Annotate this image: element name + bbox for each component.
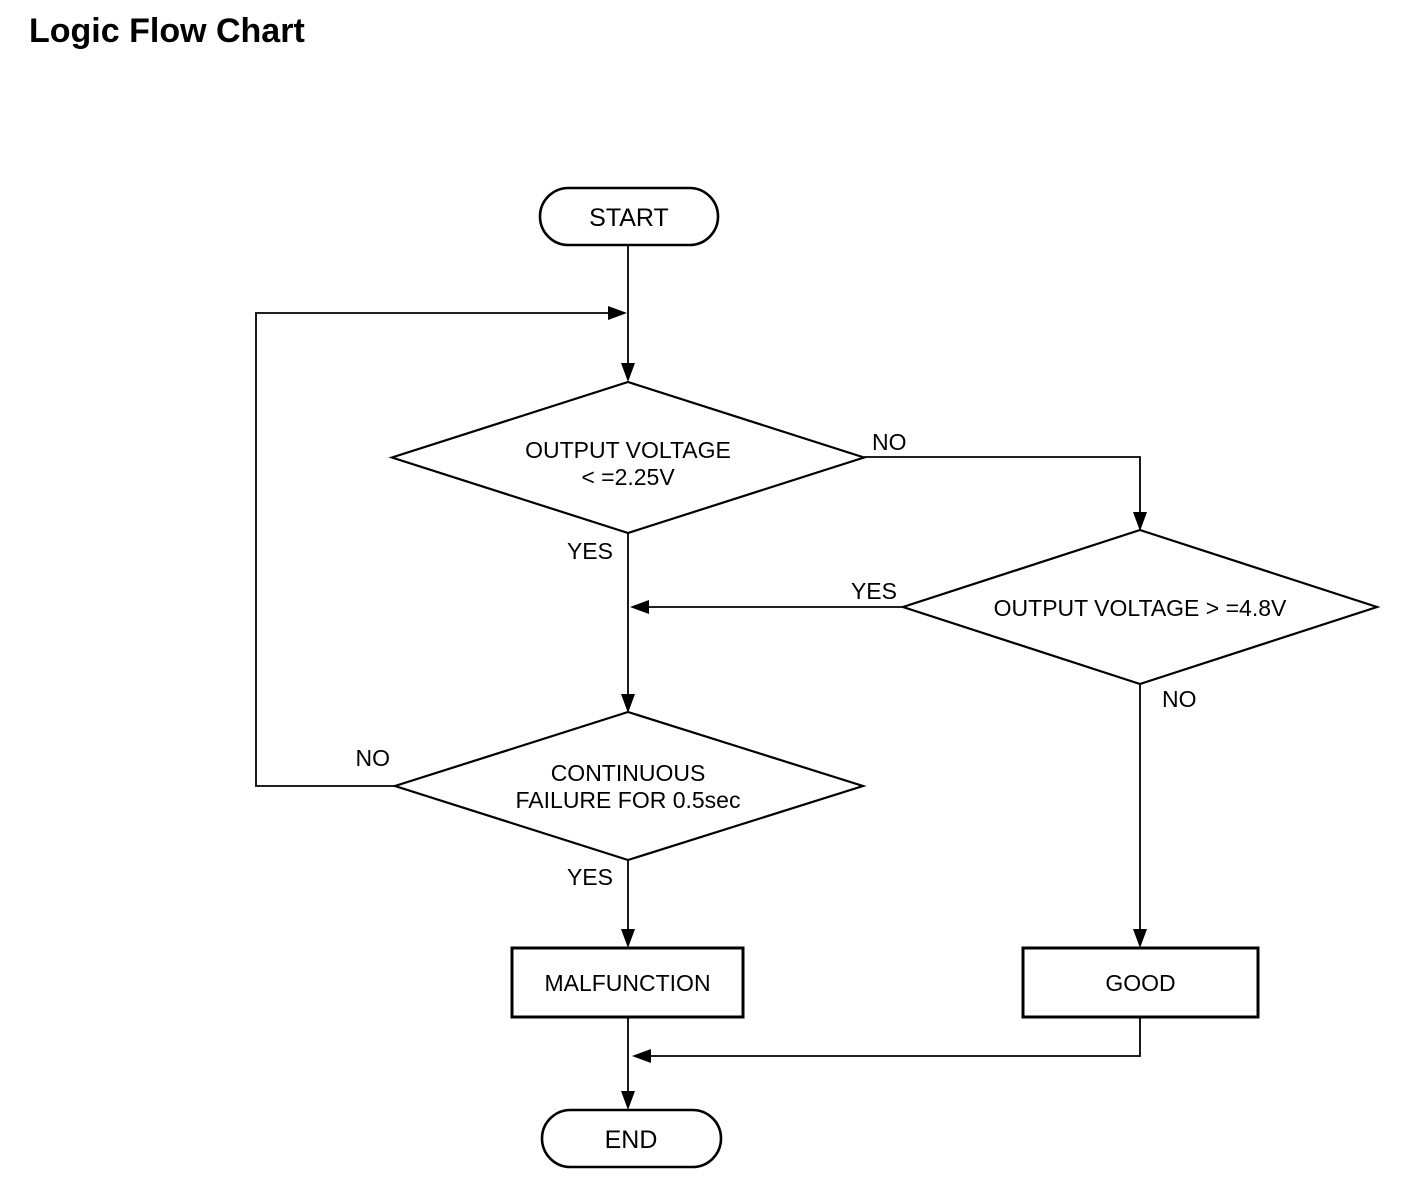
arrowhead-into-decision1 xyxy=(621,363,635,382)
good-box-shape xyxy=(1021,946,1260,1019)
label-decision2-yes: YES xyxy=(851,578,897,604)
decision3-continuous-failure: CONTINUOUS FAILURE FOR 0.5sec xyxy=(391,710,867,862)
edge-loopback xyxy=(255,312,609,787)
arrowhead-into-end xyxy=(621,1091,635,1110)
arrowhead-decision2-yes-merge xyxy=(630,600,649,614)
good-label: GOOD xyxy=(1105,970,1175,996)
decision3-label-line1: CONTINUOUS xyxy=(551,760,706,786)
edge-good-merge xyxy=(651,1017,1141,1057)
end-node: END xyxy=(540,1108,723,1169)
start-node: START xyxy=(538,186,720,247)
page-title: Logic Flow Chart xyxy=(29,12,305,50)
arrowhead-into-decision2 xyxy=(1133,512,1147,531)
edge-labels: NO YES YES NO NO YES xyxy=(356,429,1197,890)
arrowhead-into-good xyxy=(1133,929,1147,948)
decision1-label-line2: < =2.25V xyxy=(581,464,675,490)
decision3-diamond-shape xyxy=(391,710,867,862)
label-decision2-no: NO xyxy=(1162,686,1197,712)
label-decision1-yes: YES xyxy=(567,538,613,564)
decision2-label: OUTPUT VOLTAGE > =4.8V xyxy=(994,595,1287,621)
decision1-output-voltage-low: OUTPUT VOLTAGE < =2.25V xyxy=(388,380,868,535)
connectors xyxy=(255,245,1147,1110)
end-label: END xyxy=(605,1126,658,1154)
end-terminator-shape xyxy=(540,1108,723,1169)
decision2-diamond-shape xyxy=(899,528,1381,686)
decision1-diamond-shape xyxy=(388,380,868,535)
arrowhead-good-merge xyxy=(632,1049,651,1063)
arrowhead-into-malfunction xyxy=(621,929,635,948)
label-decision1-no: NO xyxy=(872,429,907,455)
decision1-label-line1: OUTPUT VOLTAGE xyxy=(525,437,731,463)
start-label: START xyxy=(589,204,669,232)
malfunction-box-shape xyxy=(510,946,745,1019)
malfunction-node: MALFUNCTION xyxy=(510,946,745,1019)
start-terminator-shape xyxy=(538,186,720,247)
decision2-output-voltage-high: OUTPUT VOLTAGE > =4.8V xyxy=(899,528,1381,686)
decision3-label-line2: FAILURE FOR 0.5sec xyxy=(516,787,741,813)
good-node: GOOD xyxy=(1021,946,1260,1019)
label-decision3-yes: YES xyxy=(567,864,613,890)
arrowhead-into-decision3 xyxy=(621,694,635,713)
edge-decision1-no xyxy=(864,456,1141,513)
arrowhead-loopback xyxy=(608,306,627,320)
label-decision3-no: NO xyxy=(356,745,391,771)
malfunction-label: MALFUNCTION xyxy=(544,970,710,996)
